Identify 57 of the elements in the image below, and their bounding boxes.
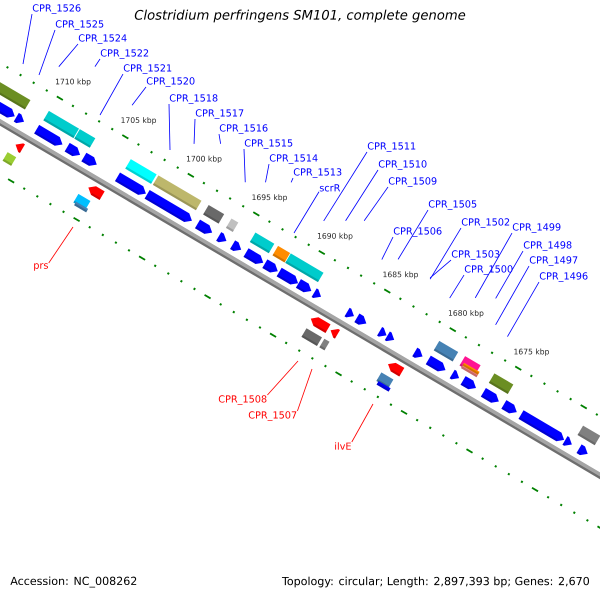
leader-line (132, 86, 146, 106)
leader-line (194, 118, 196, 144)
leader-line (449, 274, 464, 298)
gene-label: CPR_1514 (270, 154, 318, 164)
leader-line (381, 236, 394, 260)
gene-label: CPR_1503 (452, 250, 500, 260)
leader-line (294, 191, 320, 234)
gene-label: CPR_1511 (368, 142, 416, 152)
gene-label: CPR_1497 (530, 256, 578, 266)
leader-line (495, 250, 524, 299)
gene-label: CPR_1513 (294, 168, 342, 178)
gene-label: CPR_1517 (196, 109, 244, 119)
gene-label: CPR_1521 (124, 64, 172, 74)
leader-line (364, 186, 388, 222)
gene-label: scrR (320, 184, 340, 192)
leader-line (22, 14, 32, 64)
leader-line (58, 44, 78, 68)
gene-label: CPR_1508 (218, 395, 266, 405)
leader-line (168, 104, 170, 150)
leader-line (38, 30, 56, 76)
gene-label: prs (34, 263, 48, 271)
leader-line (290, 178, 294, 183)
leader-line (430, 260, 452, 278)
gene-label: CPR_1510 (378, 160, 426, 170)
gene-label: CPR_1498 (524, 241, 572, 251)
leader-line (267, 360, 298, 396)
footer-text: Accession: NC_008262 (10, 576, 136, 588)
leader-line (507, 282, 540, 338)
gene-label: CPR_1502 (462, 218, 510, 228)
gene-label: CPR_1518 (170, 94, 218, 104)
leader-line (323, 152, 368, 222)
gene-label: CPR_1525 (56, 20, 104, 30)
footer-text: Topology: circular; Length: 2,897,393 bp; Genes: 2,670 (282, 576, 589, 588)
leader-line (218, 134, 222, 144)
gene-label: CPR_1524 (78, 34, 127, 44)
leader-line (351, 404, 374, 442)
leader-line (94, 58, 100, 68)
leader-line (495, 266, 530, 326)
gene-label: CPR_1516 (220, 124, 268, 134)
gene-label: CPR_1515 (244, 139, 292, 149)
gene-label: CPR_1526 (32, 4, 81, 14)
leader-line (265, 164, 270, 183)
gene-label: CPR_1499 (512, 223, 560, 233)
leader-line (297, 368, 312, 412)
leader-line (48, 226, 74, 264)
gene-label: ilvE (335, 442, 351, 450)
gene-label: CPR_1520 (146, 77, 194, 87)
leader-line (100, 74, 124, 116)
gene-label: CPR_1496 (540, 272, 588, 282)
gene-label: CPR_1509 (388, 177, 436, 187)
leader-line (345, 170, 378, 222)
gene-label: CPR_1522 (100, 49, 148, 59)
title: Clostridium perfringens SM101, complete genome (134, 10, 466, 22)
leader-line (244, 148, 246, 183)
leader-line (430, 228, 462, 280)
gene-label: CPR_1507 (248, 411, 296, 421)
gene-label: CPR_1505 (428, 200, 476, 210)
